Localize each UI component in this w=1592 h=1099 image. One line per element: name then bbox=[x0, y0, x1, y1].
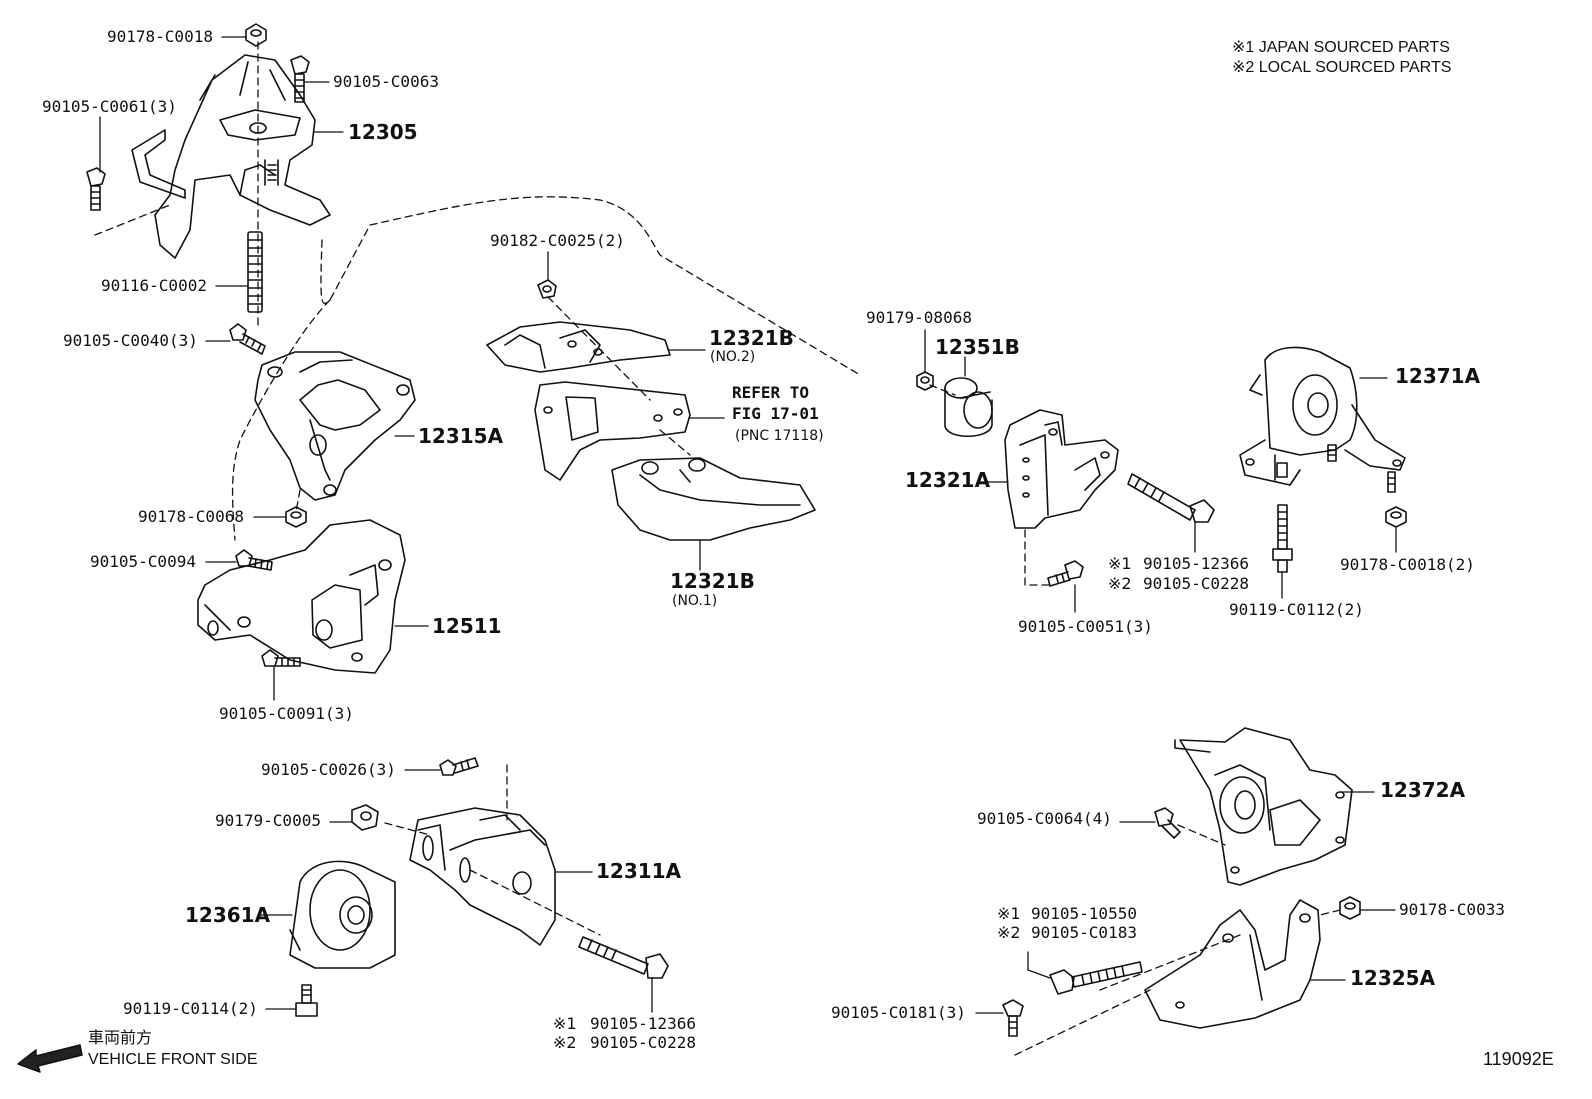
label-90105-C0061: 90105-C0061(3) bbox=[42, 97, 177, 116]
dashed-alignment-lines bbox=[94, 41, 1341, 1056]
label-refer-fig: FIG 17-01 bbox=[732, 404, 819, 423]
part-90178-C0018-2-nut bbox=[1385, 506, 1407, 528]
label-90105-C0094: 90105-C0094 bbox=[90, 552, 196, 571]
label-90182-C0025: 90182-C0025(2) bbox=[490, 231, 625, 250]
part-90105-C0064-bolt bbox=[1154, 807, 1181, 839]
label-mark-1-lower: ※1 bbox=[553, 1014, 577, 1033]
label-12325A: 12325A bbox=[1350, 966, 1436, 990]
label-90119-C0112: 90119-C0112(2) bbox=[1229, 600, 1364, 619]
part-90178-C0068-nut bbox=[285, 506, 307, 528]
label-12511: 12511 bbox=[432, 614, 502, 638]
part-90105-C0181-bolt bbox=[1002, 999, 1024, 1037]
part-90105-C0063-bolt bbox=[290, 55, 310, 103]
part-12372A-mount bbox=[1174, 727, 1353, 886]
label-90105-10550: 90105-10550 bbox=[1031, 904, 1137, 923]
part-90119-C0114-bolt bbox=[295, 984, 318, 1017]
label-90178-C0033: 90178-C0033 bbox=[1399, 900, 1505, 919]
label-12372A: 12372A bbox=[1380, 778, 1466, 802]
part-12321B-no2-shield bbox=[486, 321, 671, 373]
label-90105-C0228-upper: 90105-C0228 bbox=[1143, 574, 1249, 593]
label-90179-08068: 90179-08068 bbox=[866, 308, 972, 327]
label-90119-C0114: 90119-C0114(2) bbox=[123, 999, 258, 1018]
direction-japanese-label: 車両前方 bbox=[88, 1030, 153, 1047]
part-12305-bracket bbox=[131, 54, 331, 259]
label-12321B-no2-sub: (NO.2) bbox=[710, 349, 756, 365]
label-12321B-no1-sub: (NO.1) bbox=[672, 593, 718, 609]
part-12371A-mount bbox=[1239, 346, 1406, 486]
label-90105-C0026: 90105-C0026(3) bbox=[261, 760, 396, 779]
label-12321B-no1: 12321B bbox=[670, 569, 755, 593]
label-mark-1-10550: ※1 bbox=[997, 904, 1021, 923]
label-90105-C0064: 90105-C0064(4) bbox=[977, 809, 1112, 828]
part-12511-bracket bbox=[197, 519, 406, 674]
part-12321A-bracket bbox=[1004, 409, 1119, 529]
label-90178-C0018-2: 90178-C0018(2) bbox=[1340, 555, 1475, 574]
part-90179-08068-nut bbox=[916, 371, 934, 391]
leader-lines bbox=[99, 36, 1397, 1014]
label-90105-C0063: 90105-C0063 bbox=[333, 72, 439, 91]
arrow-left-icon bbox=[17, 1044, 83, 1073]
label-12315A: 12315A bbox=[418, 424, 504, 448]
label-mark-2-lower: ※2 bbox=[553, 1033, 577, 1052]
note-local-sourced: ※2 LOCAL SOURCED PARTS bbox=[1232, 59, 1452, 76]
label-90105-12366-lower: 90105-12366 bbox=[590, 1014, 696, 1033]
label-90105-C0228-lower: 90105-C0228 bbox=[590, 1033, 696, 1052]
part-12321B-no1-shield bbox=[611, 457, 816, 541]
part-12361A-mount bbox=[289, 860, 396, 969]
label-mark-1-upper: ※1 bbox=[1108, 554, 1132, 573]
label-90116-C0002: 90116-C0002 bbox=[101, 276, 207, 295]
part-12351B-bushing bbox=[944, 377, 993, 437]
part-90105-C0040-bolt bbox=[229, 323, 266, 355]
label-90178-C0068: 90178-C0068 bbox=[138, 507, 244, 526]
label-90105-C0091: 90105-C0091(3) bbox=[219, 704, 354, 723]
part-12371A-studs bbox=[1276, 444, 1396, 493]
label-90105-C0183: 90105-C0183 bbox=[1031, 923, 1137, 942]
label-90105-C0181: 90105-C0181(3) bbox=[831, 1003, 966, 1022]
part-90105-C0061-bolt bbox=[86, 167, 106, 211]
label-12351B: 12351B bbox=[935, 335, 1020, 359]
part-12315A-bracket bbox=[254, 351, 416, 501]
part-90178-nut-top bbox=[245, 23, 267, 47]
label-12305: 12305 bbox=[348, 120, 418, 144]
part-90116-stud bbox=[247, 231, 263, 313]
label-12311A: 12311A bbox=[596, 859, 682, 883]
label-mark-2-upper: ※2 bbox=[1108, 574, 1132, 593]
label-12321B-no2: 12321B bbox=[709, 326, 794, 350]
direction-english-label: VEHICLE FRONT SIDE bbox=[88, 1051, 258, 1068]
part-12311A-bracket bbox=[409, 807, 556, 946]
note-japan-sourced: ※1 JAPAN SOURCED PARTS bbox=[1232, 39, 1450, 56]
part-90179-C0005-nut bbox=[351, 804, 379, 831]
part-90105-12366-bolt-upper bbox=[1127, 473, 1215, 523]
part-90105-10550-bolt bbox=[1049, 961, 1143, 995]
part-90178-C0033-nut bbox=[1339, 896, 1361, 920]
label-12371A: 12371A bbox=[1395, 364, 1481, 388]
label-90179-C0005: 90179-C0005 bbox=[215, 811, 321, 830]
label-90105-C0040: 90105-C0040(3) bbox=[63, 331, 198, 350]
label-90178-C0018-top: 90178-C0018 bbox=[107, 27, 213, 46]
label-refer-pnc: (PNC 17118) bbox=[735, 428, 824, 444]
part-90105-C0026-bolt bbox=[439, 757, 479, 776]
figure-number: 119092E bbox=[1483, 1049, 1554, 1069]
part-12325A-bracket bbox=[1144, 899, 1321, 1029]
label-refer-to: REFER TO bbox=[732, 383, 810, 402]
label-12321A: 12321A bbox=[905, 468, 991, 492]
label-90105-C0051: 90105-C0051(3) bbox=[1018, 617, 1153, 636]
part-90105-12366-bolt-lower bbox=[578, 936, 669, 979]
part-reference-bracket bbox=[534, 381, 691, 481]
label-mark-2-C0183: ※2 bbox=[997, 923, 1021, 942]
label-90105-12366-upper: 90105-12366 bbox=[1143, 554, 1249, 573]
part-90105-C0051-bolt bbox=[1047, 560, 1084, 587]
part-90119-C0112-stud bbox=[1272, 504, 1293, 573]
part-90182-C0025-nut bbox=[537, 279, 557, 299]
label-12361A: 12361A bbox=[185, 903, 271, 927]
part-90105-C0091-bolt bbox=[261, 649, 301, 667]
